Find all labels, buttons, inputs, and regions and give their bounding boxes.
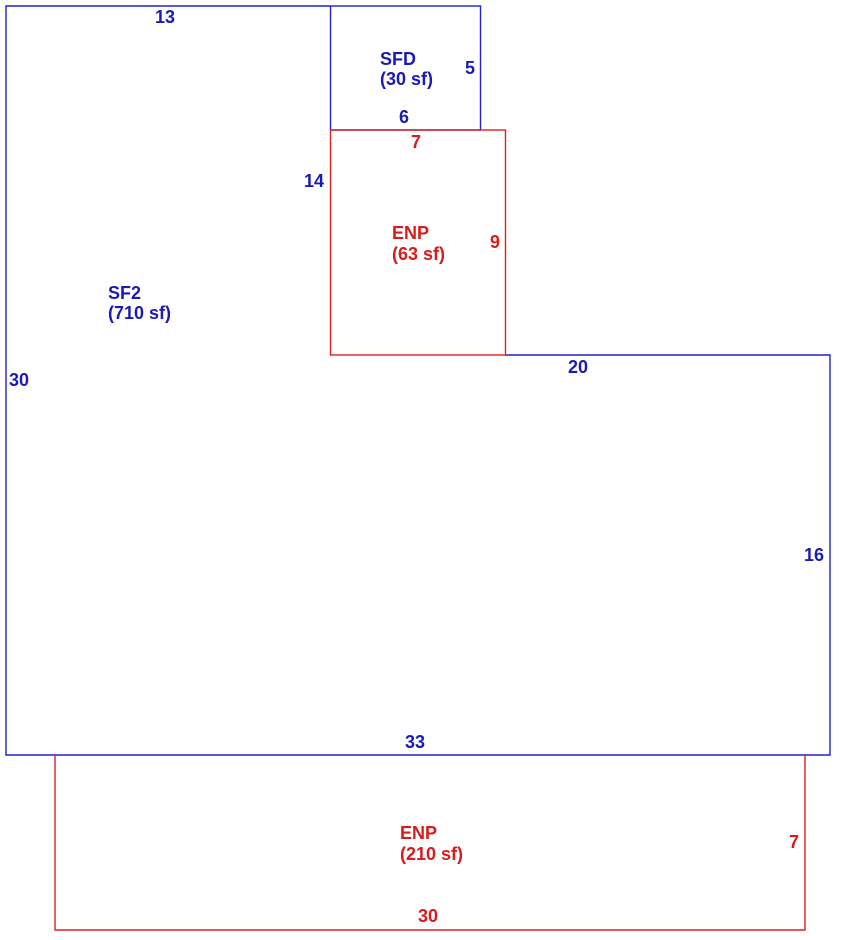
dim-sf2-left: 30	[9, 370, 29, 390]
dim-sf2-right: 16	[804, 545, 824, 565]
enp-upper-outline	[329, 129, 507, 356]
dim-sf2-bottom: 33	[405, 732, 425, 752]
enp-upper-name-label: ENP	[392, 223, 429, 243]
dim-enp-lower-bottom: 30	[418, 906, 438, 926]
dim-sf2-inner: 14	[304, 171, 324, 191]
sfd-name-label: SFD	[380, 49, 416, 69]
sfd-area-label: (30 sf)	[380, 69, 433, 89]
enp-lower-name-label: ENP	[400, 823, 437, 843]
sf2-area-label: (710 sf)	[108, 303, 171, 323]
enp-lower-area-label: (210 sf)	[400, 844, 463, 864]
dim-enp-upper-right: 9	[490, 232, 500, 252]
dim-sf2-top: 13	[155, 7, 175, 27]
enp-lower-outline	[54, 755, 806, 931]
sf2-outline	[5, 5, 831, 756]
dim-sf2-step: 20	[568, 357, 588, 377]
dim-enp-lower-right: 7	[789, 832, 799, 852]
sf2-name-label: SF2	[108, 283, 141, 303]
dim-sfd-bottom: 6	[399, 107, 409, 127]
dim-enp-upper-top: 7	[411, 132, 421, 152]
enp-upper-area-label: (63 sf)	[392, 244, 445, 264]
dim-sfd-right: 5	[465, 58, 475, 78]
